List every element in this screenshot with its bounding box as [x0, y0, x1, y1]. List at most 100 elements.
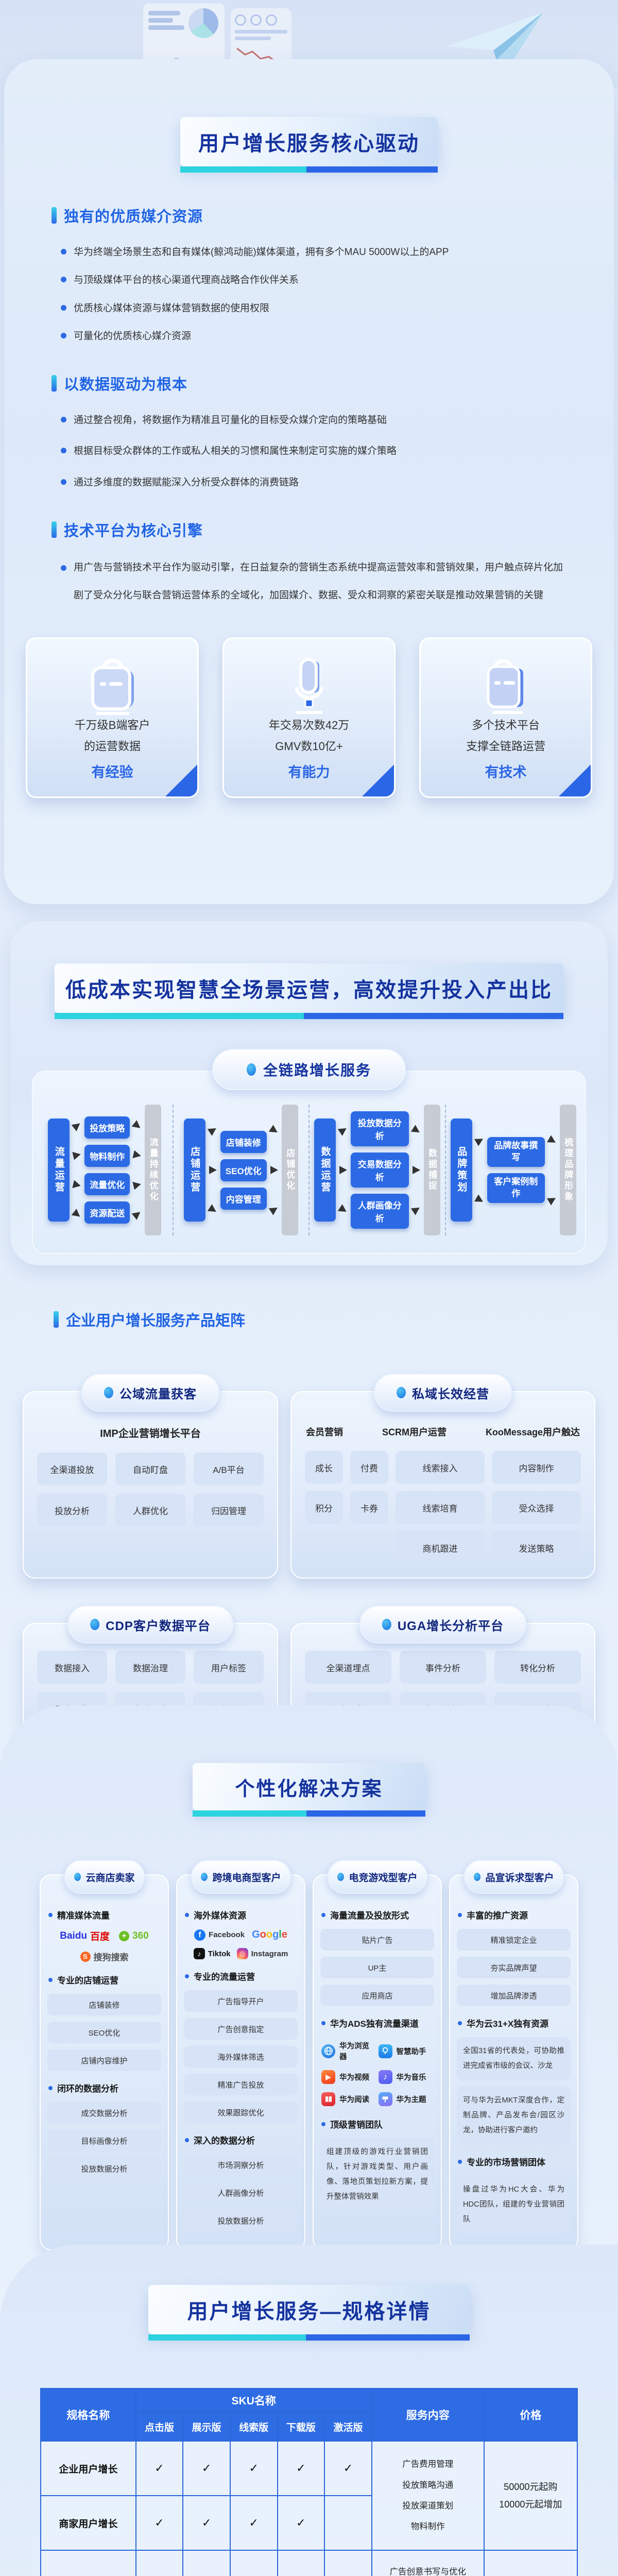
col-header-service: 服务内容	[371, 2388, 485, 2442]
media-logos: S 搜狗搜索	[47, 1950, 161, 1963]
card-title: 公域流量获客	[119, 1387, 197, 1401]
card-title: 品宣诉求型客户	[485, 1872, 554, 1884]
sub-heading: 专业的市场营销团体	[458, 2155, 570, 2168]
solutions-banner: 个性化解决方案	[193, 1705, 425, 1817]
service-content: 广告费用管理 投放策略沟通 投放渠道策划 物料制作	[371, 2441, 485, 2551]
bullet-item: 可量化的优质核心媒介资源	[61, 328, 566, 345]
chip: 归因管理	[194, 1494, 264, 1527]
card-title-pill: CDP客户数据平台	[67, 1605, 233, 1643]
sub-heading: 海量流量及投放形式	[321, 1908, 433, 1921]
banner-underline	[180, 166, 438, 173]
chip: 商机跟进	[396, 1531, 485, 1564]
card-subtitles: 会员营销 SCRM用户运营 KooMessage用户触达	[306, 1425, 580, 1438]
arrow-icon	[410, 1125, 422, 1137]
chip: 转化分析	[494, 1651, 581, 1684]
check-mark: ✓	[324, 2441, 372, 2496]
bullet-item: 通过整合视角，将数据作为精准且可量化的目标受众媒介定向的策略基础	[61, 412, 566, 429]
chip: 广告指导开户	[184, 1990, 298, 2012]
chip: 投放数据分析	[47, 2158, 161, 2179]
chip: 数据接入	[37, 1651, 107, 1684]
arrow-icon	[474, 1194, 485, 1206]
chip: 精准广告投放	[184, 2074, 298, 2095]
section-product-matrix: 企业用户增长服务产品矩阵 公域流量获客 IMP企业营销增长平台 全渠道投放 自动…	[0, 1265, 618, 1739]
check-mark: ✓	[324, 2550, 372, 2576]
arrow-column	[207, 1111, 218, 1229]
flow-item: 店铺装修	[220, 1130, 267, 1153]
chip: 发送策略	[492, 1531, 581, 1564]
bullet-text: 通过多维度的数据赋能深入分析受众群体的消费链路	[74, 477, 299, 488]
facebook-logo: f Facebook	[194, 1929, 245, 1941]
blue-dot-icon	[200, 1873, 208, 1881]
blue-dot-icon	[397, 1387, 406, 1398]
section-spec-details: 用户增长服务—规格详情 规格名称 SKU名称 服务内容 价格 点击版 展示版 线…	[0, 2245, 618, 2576]
sub-heading: 深入的数据分析	[185, 2133, 297, 2146]
flow-item: SEO优化	[220, 1159, 267, 1181]
sub-heading: 专业的店铺运营	[48, 1973, 160, 1986]
chip: 海外媒体筛选	[184, 2046, 298, 2067]
chip: 全渠道埋点	[305, 1651, 391, 1684]
arrow-icon	[474, 1134, 485, 1146]
check-mark: ✓	[135, 2550, 184, 2576]
bullet-item: 华为终端全场景生态和自有媒体(鲸鸿动能)媒体渠道，拥有多个MAU 5000W以上…	[61, 244, 566, 261]
col-header-version: 展示版	[182, 2412, 231, 2442]
chip: 目标画像分析	[47, 2130, 161, 2151]
solution-card-cloud-store: 云商店卖家 精准媒体流量 Baidu 百度 + 360 S 搜狗搜索	[40, 1860, 169, 2250]
stat-line: 支撑全链路运营	[466, 739, 545, 753]
check-mark: ✓	[277, 2495, 325, 2551]
microphone-icon	[224, 639, 394, 715]
description-text: 全国31省的代表处，可协助推进完成省市级的会议、沙龙	[457, 2037, 571, 2080]
360-wordmark: 360	[132, 1930, 149, 1941]
blue-dot-icon	[90, 1619, 100, 1630]
facebook-icon: f	[194, 1929, 206, 1941]
stat-card-capability: 年交易次数42万 GMV数10亿+ 有能力	[222, 637, 396, 799]
check-mark: ✓	[229, 2550, 278, 2576]
solution-card-esports-game: 电竞游戏型客户 海量流量及投放形式 贴片广告 UP主 应用商店 华为ADS独有流…	[313, 1860, 442, 2250]
arrow-icon	[207, 1125, 218, 1137]
col-header-version: 线索版	[229, 2412, 278, 2442]
arrow-icon	[410, 1204, 422, 1215]
channel-smart-assistant: 智慧助手	[378, 2040, 434, 2062]
flow-result-bar: 流量持续优化	[145, 1105, 162, 1235]
chip: SEO优化	[47, 2022, 161, 2043]
channel-huawei-browser: 华为浏览器	[321, 2040, 376, 2062]
blue-dot-icon	[337, 1873, 344, 1881]
stat-line: 千万级B端客户	[74, 719, 150, 732]
description-text: 可与华为云MKT深度合作，定制品牌、产品发布会/园区沙龙，协助进行客户邀约	[457, 2087, 571, 2145]
chip: 用户标签	[194, 1651, 264, 1684]
sub-heading-text: 华为云31+X独有资源	[467, 2019, 549, 2029]
briefcase-icon	[27, 639, 197, 716]
chip: 人群画像分析	[184, 2182, 298, 2204]
flow-result-bar: 梳理品牌形象	[559, 1105, 576, 1235]
sogou-logo: S 搜狗搜索	[80, 1950, 129, 1963]
stat-label: 有技术	[485, 765, 527, 781]
channel-label: 智慧助手	[396, 2047, 426, 2056]
bar-line	[235, 30, 287, 33]
channel-label: 华为浏览器	[339, 2042, 369, 2061]
tiktok-logo: ♪ Tiktok	[193, 1948, 231, 1959]
huawei-ads-channels: 华为浏览器 智慧助手 ▶ 华为视频 ♪ 华为音乐	[320, 2037, 434, 2107]
chip: 数据治理	[115, 1651, 185, 1684]
sub-heading-text: 丰富的推广资源	[467, 1911, 528, 1921]
arrow-column	[546, 1111, 558, 1229]
bullet-dot	[61, 565, 66, 571]
flow-source: 流量运营	[48, 1118, 70, 1222]
chip: 线索接入	[396, 1451, 485, 1484]
bullet-dot	[458, 2021, 462, 2025]
chip: 人群优化	[115, 1494, 185, 1527]
col-header-spec: 规格名称	[40, 2388, 136, 2442]
bullet-text: 与顶级媒体平台的核心渠道代理商战略合作伙伴关系	[74, 275, 299, 286]
bullet-dot	[321, 1912, 325, 1917]
heading-accent-bar	[52, 207, 57, 224]
heading-accent-bar	[52, 375, 57, 392]
channel-label: 华为主题	[396, 2096, 426, 2104]
bar-line	[148, 25, 184, 30]
chip: 应用商店	[320, 1985, 434, 2006]
price-line: 10000元起增加	[499, 2499, 562, 2510]
flow-group-data: 数据运营 投放数据分析 交易数据分析 人群画像分析 数据捕捉	[308, 1105, 445, 1235]
solution-card-cross-border: 跨境电商型客户 海外媒体资源 f Facebook Google ♪ Tikto…	[176, 1860, 305, 2250]
channel-huawei-reading: 华为阅读	[321, 2092, 376, 2106]
sub-heading: 丰富的推广资源	[458, 1908, 570, 1921]
chip: UP主	[320, 1957, 434, 1978]
section-heading: 技术平台为核心引擎	[52, 519, 566, 540]
